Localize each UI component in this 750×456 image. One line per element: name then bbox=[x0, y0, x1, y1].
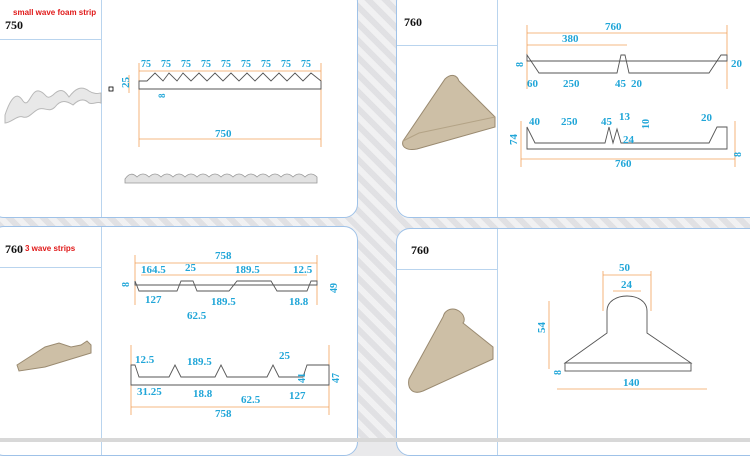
foam-peak-photo bbox=[408, 308, 494, 393]
dim-wave: 75 bbox=[161, 59, 171, 70]
dim-left: 60 bbox=[527, 78, 539, 90]
page-footer bbox=[0, 438, 750, 442]
foam-strip-photo bbox=[4, 87, 102, 124]
dim-h47: 47 bbox=[331, 373, 342, 383]
dim-12: 12.5 bbox=[293, 264, 313, 276]
panel-small-wave: small wave foam strip 750 25 75 75 75 75… bbox=[0, 0, 358, 218]
3wave-drawing: 758 164.5 25 189.5 12.5 8 49 127 189.5 1… bbox=[121, 250, 342, 420]
dim-w45: 45 bbox=[601, 116, 613, 128]
small-wave-drawing: 25 75 75 75 75 75 75 75 75 75 8 750 bbox=[108, 59, 322, 184]
dim-total: 750 bbox=[215, 128, 232, 140]
panel-title: 760 bbox=[5, 242, 23, 256]
dim-164: 164.5 bbox=[141, 264, 166, 276]
760-drawing: 760 380 8 20 60 250 45 20 40 250 45 13 1… bbox=[508, 21, 744, 170]
dim-b127b: 127 bbox=[289, 390, 306, 402]
dim-h41: 41 bbox=[297, 373, 308, 383]
dim-h8: 8 bbox=[121, 282, 132, 287]
panel-title: 760 bbox=[411, 243, 429, 257]
dim-l40: 40 bbox=[529, 116, 541, 128]
panel-3-wave: 760 3 wave strips 758 164.5 25 189.5 12.… bbox=[0, 226, 358, 456]
dim-height: 8 bbox=[515, 62, 526, 67]
dim-top: 50 bbox=[619, 262, 631, 274]
dim-total: 758 bbox=[215, 250, 232, 262]
dim-wave: 75 bbox=[201, 59, 211, 70]
dim-height: 25 bbox=[120, 77, 132, 89]
dim-half: 380 bbox=[562, 33, 579, 45]
dim-w24: 24 bbox=[623, 134, 635, 146]
dim-b62b: 62.5 bbox=[241, 394, 261, 406]
dim-h74: 74 bbox=[508, 134, 520, 146]
dim-w250: 250 bbox=[561, 116, 578, 128]
peak-drawing: 50 24 54 8 140 bbox=[536, 262, 707, 390]
panel-tag: 3 wave strips bbox=[25, 244, 76, 253]
dim-b189b: 189.5 bbox=[187, 356, 212, 368]
dim-wave: 75 bbox=[241, 59, 251, 70]
dim-wave: 75 bbox=[261, 59, 271, 70]
dim-total: 760 bbox=[615, 158, 632, 170]
dim-b18b: 18.8 bbox=[193, 388, 213, 400]
dim-width: 250 bbox=[563, 78, 580, 90]
dim-height: 54 bbox=[536, 322, 548, 334]
panel-title: 750 bbox=[5, 18, 23, 32]
dim-b12: 12.5 bbox=[135, 354, 155, 366]
dim-b189: 189.5 bbox=[211, 296, 236, 308]
dim-b127: 127 bbox=[145, 294, 162, 306]
dim-total-b: 758 bbox=[215, 408, 232, 420]
dim-h10: 10 bbox=[641, 119, 652, 129]
dim-h49: 49 bbox=[329, 283, 340, 293]
dim-wave: 75 bbox=[181, 59, 191, 70]
dim-gap: 45 bbox=[615, 78, 627, 90]
dim-edge: 8 bbox=[553, 370, 564, 375]
panel-title: 760 bbox=[404, 15, 422, 29]
panel-tag: small wave foam strip bbox=[13, 8, 97, 17]
dim-wave: 75 bbox=[221, 59, 231, 70]
dim-b31: 31.25 bbox=[137, 386, 162, 398]
dim-w13: 13 bbox=[619, 111, 631, 123]
dim-base: 140 bbox=[623, 377, 640, 389]
dim-rib: 20 bbox=[631, 78, 643, 90]
panel-760-top: 760 760 380 8 20 60 250 45 20 40 250 45 … bbox=[396, 0, 750, 218]
dim-b25: 25 bbox=[279, 350, 291, 362]
dim-wave: 75 bbox=[301, 59, 311, 70]
dim-b62: 62.5 bbox=[187, 310, 207, 322]
dim-h8: 8 bbox=[733, 152, 744, 157]
foam-3wave-photo bbox=[16, 340, 92, 372]
dim-b18: 18.8 bbox=[289, 296, 309, 308]
foam-block-photo bbox=[402, 74, 496, 150]
dim-r20: 20 bbox=[701, 112, 713, 124]
panel-760-bottom: 760 50 24 54 8 140 bbox=[396, 228, 750, 456]
dim-189: 189.5 bbox=[235, 264, 260, 276]
dim-right: 20 bbox=[731, 58, 743, 70]
dim-wave: 75 bbox=[141, 59, 151, 70]
dim-25: 25 bbox=[185, 262, 197, 274]
dim-inner: 24 bbox=[621, 279, 633, 291]
dim-depth: 8 bbox=[157, 93, 167, 98]
dim-total: 760 bbox=[605, 21, 622, 33]
dim-wave: 75 bbox=[281, 59, 291, 70]
